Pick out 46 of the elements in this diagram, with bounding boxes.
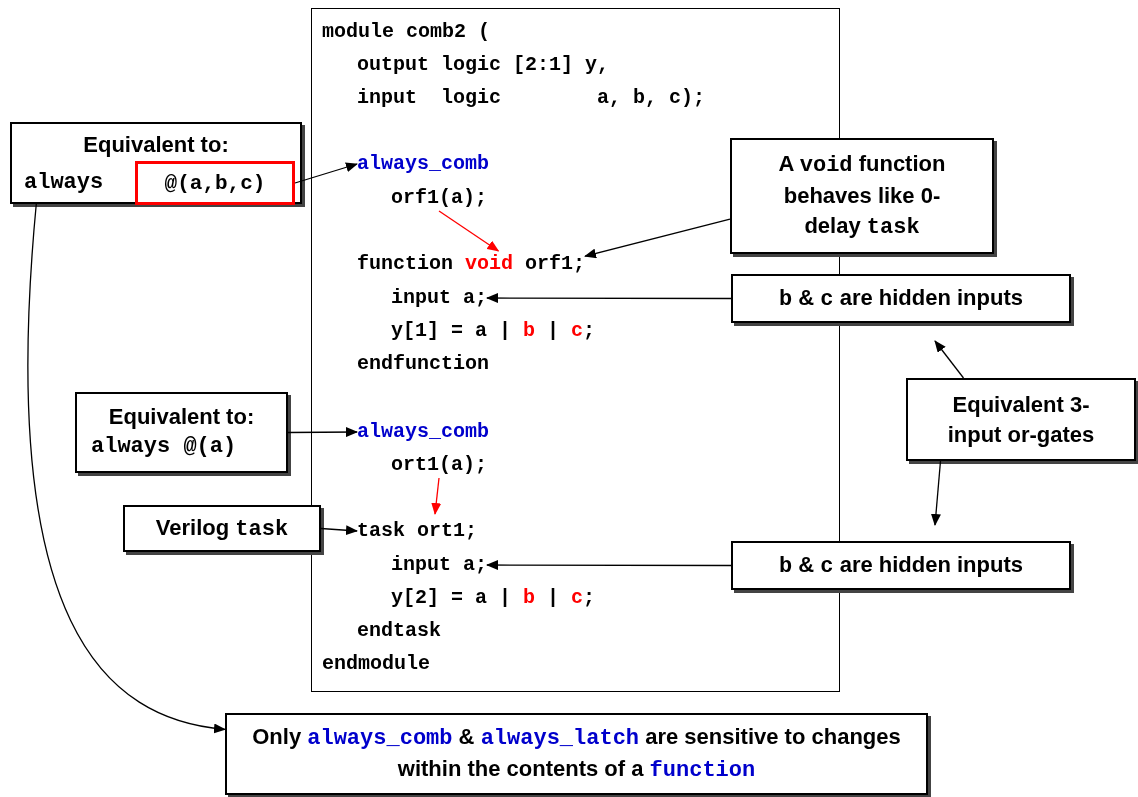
- code-line: endmodule: [322, 651, 431, 677]
- arrow: [431, 477, 442, 515]
- code-line: always_comb: [357, 151, 490, 177]
- callout-box: [75, 392, 288, 473]
- arrow: [27, 203, 226, 733]
- callout-box: [730, 138, 994, 254]
- arrow: [320, 525, 358, 536]
- code-line: y[2] = a | b | c;: [391, 585, 596, 611]
- code-line: endfunction: [357, 351, 490, 377]
- code-line: endtask: [357, 618, 441, 644]
- code-line: task ort1;: [357, 518, 478, 544]
- highlight-box: @(a,b,c): [135, 161, 295, 205]
- callout-box: [731, 541, 1071, 590]
- code-line: module comb2 (: [322, 19, 491, 45]
- callout-box: [10, 122, 302, 204]
- code-line: always_comb: [357, 419, 490, 445]
- code-line: input a;: [391, 285, 487, 311]
- callout-box: [225, 713, 928, 795]
- arrow: [584, 218, 731, 259]
- code-line: orf1(a);: [391, 185, 487, 211]
- callout-text: A void function behaves like 0-delay task: [777, 150, 947, 242]
- code-line: function void orf1;: [357, 251, 586, 277]
- callout-box: [123, 505, 321, 552]
- arrow: [486, 560, 732, 570]
- arrow: [438, 210, 500, 252]
- callout-text: Equivalent to:: [107, 403, 256, 431]
- callout-text: b & c are hidden inputs: [779, 550, 1023, 581]
- code-line: input a;: [391, 552, 487, 578]
- code-line: y[1] = a | b | c;: [391, 318, 596, 344]
- callout-text: Only always_comb & always_latch are sensitive to changes within the contents of a function: [251, 723, 902, 785]
- callout-text: always @(a): [91, 433, 238, 461]
- code-line: ort1(a);: [391, 452, 487, 478]
- callout-text: b & c are hidden inputs: [779, 283, 1023, 314]
- callout-text: Equivalent 3-input or-gates: [946, 390, 1096, 449]
- arrow: [287, 427, 358, 438]
- arrow: [930, 460, 942, 526]
- arrow: [486, 293, 732, 303]
- callout-text: Verilog task: [155, 513, 289, 544]
- callout-box: [731, 274, 1071, 323]
- code-line: input logic a, b, c);: [357, 85, 706, 111]
- callout-box: [906, 378, 1136, 461]
- arrow: [934, 340, 965, 379]
- callout-text: always: [24, 169, 104, 197]
- callout-text: Equivalent to:: [82, 131, 230, 159]
- code-line: output logic [2:1] y,: [357, 52, 610, 78]
- arrow: [294, 162, 358, 184]
